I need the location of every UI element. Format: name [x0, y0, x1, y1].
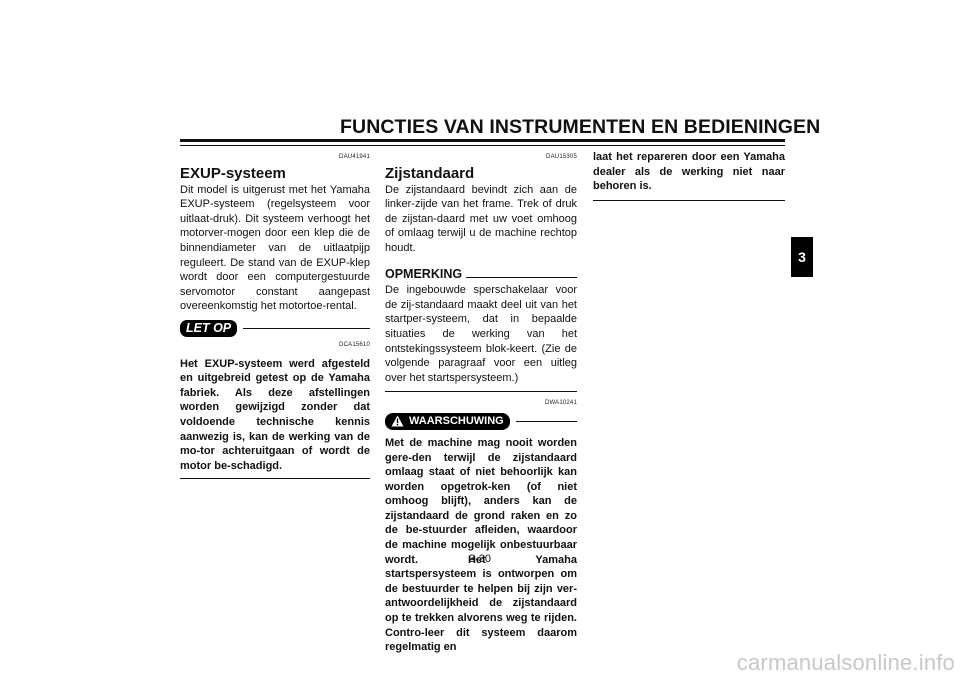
section-code: DAU41941: [339, 154, 370, 160]
warning-text: Met de machine mag nooit worden gere-den…: [385, 436, 577, 654]
exup-body-text: Dit model is uitgerust met het Yamaha EX…: [180, 183, 370, 313]
warning-code: DWA10241: [544, 400, 577, 407]
note-text: De ingebouwde sperschakelaar voor de zij…: [385, 284, 577, 384]
note-header: OPMERKING: [385, 267, 577, 282]
notice-code: DCA15610: [339, 341, 370, 348]
note-label: OPMERKING: [385, 266, 463, 281]
header-rule: [180, 139, 785, 142]
warning-triangle-icon: [391, 415, 404, 427]
note-end-rule: [385, 391, 577, 393]
page-number: 3-30: [468, 553, 492, 565]
warning-end-rule: [593, 199, 785, 201]
section-heading-zijstandaard: Zijstandaard: [385, 164, 475, 182]
column-right: laat het repareren door een Yamaha deale…: [593, 150, 785, 201]
warning-badge: WAARSCHUWING: [385, 412, 510, 430]
section-code: DAU15305: [546, 154, 577, 160]
note-header-rule: [466, 277, 577, 279]
warning-text-continued: laat het repareren door een Yamaha deale…: [593, 151, 785, 193]
notice-label: LET OP: [180, 319, 238, 337]
notice-header: LET OP: [180, 319, 370, 337]
section-heading-exup: EXUP-systeem: [180, 164, 286, 182]
notice-end-rule: [180, 478, 370, 480]
watermark-text: carmanualsonline.info: [736, 650, 955, 675]
warning-header-rule: [515, 420, 577, 422]
zijstandaard-body-text: De zijstandaard bevindt zich aan de link…: [385, 183, 577, 254]
warning-header: WAARSCHUWING: [385, 412, 577, 430]
header-rule-thin: [180, 145, 785, 146]
chapter-tab: 3: [791, 237, 813, 277]
warning-label: WAARSCHUWING: [409, 414, 504, 427]
page-header-title: FUNCTIES VAN INSTRUMENTEN EN BEDIENINGEN: [340, 116, 821, 138]
column-middle: DAU15305 Zijstandaard De zijstandaard be…: [385, 150, 577, 655]
notice-header-rule: [243, 327, 370, 329]
notice-text: Het EXUP-systeem werd afgesteld en uitge…: [180, 357, 370, 472]
column-left: DAU41941 EXUP-systeem Dit model is uitge…: [180, 150, 370, 480]
